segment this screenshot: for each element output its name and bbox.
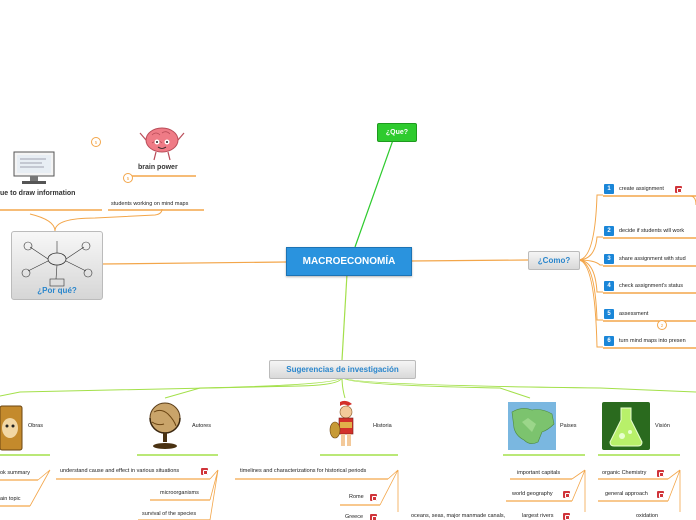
note-icon[interactable] — [657, 491, 664, 498]
que-topic[interactable]: ¿Que? — [377, 123, 417, 142]
como-topic[interactable]: ¿Como? — [528, 251, 580, 270]
globe-icon — [149, 402, 181, 449]
historia-item[interactable]: Greece — [345, 514, 364, 520]
historia-item[interactable]: Rome — [349, 494, 364, 500]
note-icon[interactable] — [201, 468, 208, 475]
paises-item[interactable]: world geography — [512, 491, 553, 497]
book-icon — [0, 405, 23, 451]
autores-item[interactable]: understand cause and effect in various s… — [60, 468, 180, 474]
roman-soldier-icon — [329, 400, 354, 446]
students-text[interactable]: students working on mind maps — [111, 201, 189, 207]
sugerencias-topic[interactable]: Sugerencias de investigación — [269, 360, 416, 379]
paises-title[interactable]: Paises — [560, 423, 577, 429]
autores-item[interactable]: microorganisms — [160, 490, 199, 496]
note-icon[interactable] — [563, 491, 570, 498]
paises-item[interactable]: largest rivers — [522, 513, 554, 519]
note-icon[interactable] — [563, 513, 570, 520]
como-item-3[interactable]: share assignment with stud — [619, 256, 686, 262]
vision-item[interactable]: oxidation — [636, 513, 659, 519]
mindmap-sketch-icon — [21, 241, 93, 287]
historia-item[interactable]: timelines and characterizations for hist… — [240, 468, 367, 474]
historia-title[interactable]: Historia — [373, 423, 392, 429]
count-badge[interactable]: 5 — [123, 173, 133, 183]
count-badge[interactable]: 5 — [91, 137, 101, 147]
note-icon[interactable] — [675, 186, 682, 193]
chemistry-flask-icon — [602, 402, 650, 450]
autores-title[interactable]: Autores — [192, 423, 211, 429]
europe-map-icon — [508, 402, 556, 450]
autores-item[interactable]: survival of the species — [142, 511, 197, 517]
computer-icon — [13, 151, 55, 184]
step-number-1: 1 — [604, 184, 614, 194]
porque-left-text[interactable]: ue to draw information — [0, 190, 76, 197]
vision-title[interactable]: Visión — [655, 423, 670, 429]
step-number-3: 3 — [604, 254, 614, 264]
obras-title[interactable]: Obras — [28, 423, 43, 429]
step-number-5: 5 — [604, 309, 614, 319]
central-topic[interactable]: MACROECONOMÍA — [286, 247, 412, 276]
note-icon[interactable] — [370, 494, 377, 501]
step-number-2: 2 — [604, 226, 614, 236]
obras-item[interactable]: ain topic — [0, 496, 21, 502]
como-item-2[interactable]: decide if students will work — [619, 228, 685, 234]
como-item-4[interactable]: check assignment's status — [619, 283, 684, 289]
note-icon[interactable] — [370, 514, 377, 520]
como-item-6[interactable]: turn mind maps into presen — [619, 338, 686, 344]
note-icon[interactable] — [657, 470, 664, 477]
porque-topic[interactable]: ¿Por qué? — [11, 231, 103, 300]
step-number-6: 6 — [604, 336, 614, 346]
brain-icon — [139, 127, 185, 161]
step-number-4: 4 — [604, 281, 614, 291]
attachment-count-badge[interactable]: 2 — [657, 320, 667, 330]
paises-item[interactable]: important capitals — [517, 470, 561, 476]
paises-item[interactable]: oceans, seas, major manmade canals, — [411, 513, 506, 519]
como-item-5[interactable]: assessment — [619, 311, 649, 317]
como-item-1[interactable]: create assignment — [619, 186, 664, 192]
obras-item[interactable]: ok summary — [0, 470, 30, 476]
porque-label: ¿Por qué? — [37, 286, 77, 295]
vision-item[interactable]: general approach — [605, 491, 648, 497]
vision-item[interactable]: organic Chemistry — [602, 470, 647, 476]
brain-power-text[interactable]: brain power — [138, 164, 178, 171]
